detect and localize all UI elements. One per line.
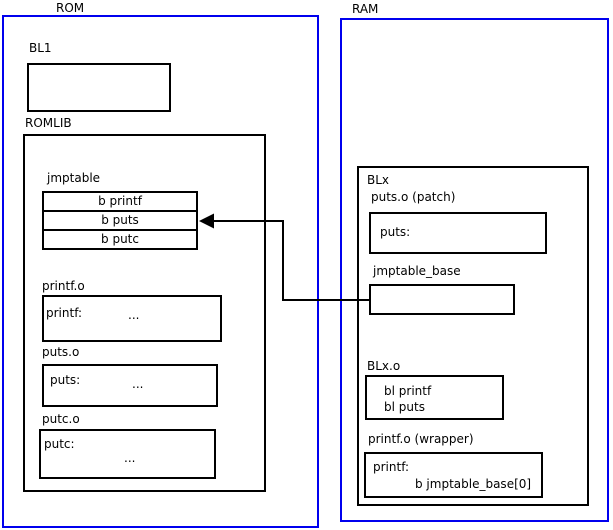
jmptable-row-puts: b puts xyxy=(42,210,198,231)
blx-o-line-2: bl puts xyxy=(384,400,425,414)
puts-o-symbol: puts: xyxy=(50,373,81,387)
printf-o-body: ... xyxy=(128,308,140,322)
jmptable-label: jmptable xyxy=(47,171,101,185)
blx-label: BLx xyxy=(367,173,390,187)
bl1-label: BL1 xyxy=(29,41,52,55)
printf-o-label: printf.o xyxy=(42,279,85,293)
puts-patch-symbol: puts: xyxy=(380,225,411,239)
ram-region-label: RAM xyxy=(352,2,379,16)
putc-o-body: ... xyxy=(124,451,136,465)
jmptable-base-box xyxy=(369,284,515,315)
puts-patch-label: puts.o (patch) xyxy=(371,190,456,204)
blx-o-label: BLx.o xyxy=(367,359,401,373)
printf-wrapper-box: printf: b jmptable_base[0] xyxy=(364,452,543,498)
printf-wrapper-body: b jmptable_base[0] xyxy=(415,477,532,491)
putc-o-box: putc: ... xyxy=(39,429,216,479)
puts-o-box: puts: ... xyxy=(42,364,218,407)
jmptable-box: b printf b puts b putc xyxy=(42,191,198,250)
blx-o-line-1: bl printf xyxy=(384,384,432,398)
jmptable-row-printf: b printf xyxy=(42,191,198,212)
jmptable-row-putc: b putc xyxy=(42,229,198,250)
printf-o-box: printf: ... xyxy=(42,295,222,342)
jmptable-base-label: jmptable_base xyxy=(373,264,461,278)
puts-o-body: ... xyxy=(132,377,144,391)
putc-o-symbol: putc: xyxy=(44,437,75,451)
printf-o-symbol: printf: xyxy=(46,306,83,320)
putc-o-label: putc.o xyxy=(42,412,80,426)
romlib-label: ROMLIB xyxy=(25,116,72,130)
rom-region-label: ROM xyxy=(56,1,85,15)
printf-wrapper-symbol: printf: xyxy=(373,460,410,474)
blx-o-box: bl printf bl puts xyxy=(365,375,504,420)
bl1-box xyxy=(27,63,171,112)
puts-o-label: puts.o xyxy=(42,345,80,359)
puts-patch-box: puts: xyxy=(369,212,547,254)
printf-wrapper-label: printf.o (wrapper) xyxy=(368,432,474,446)
